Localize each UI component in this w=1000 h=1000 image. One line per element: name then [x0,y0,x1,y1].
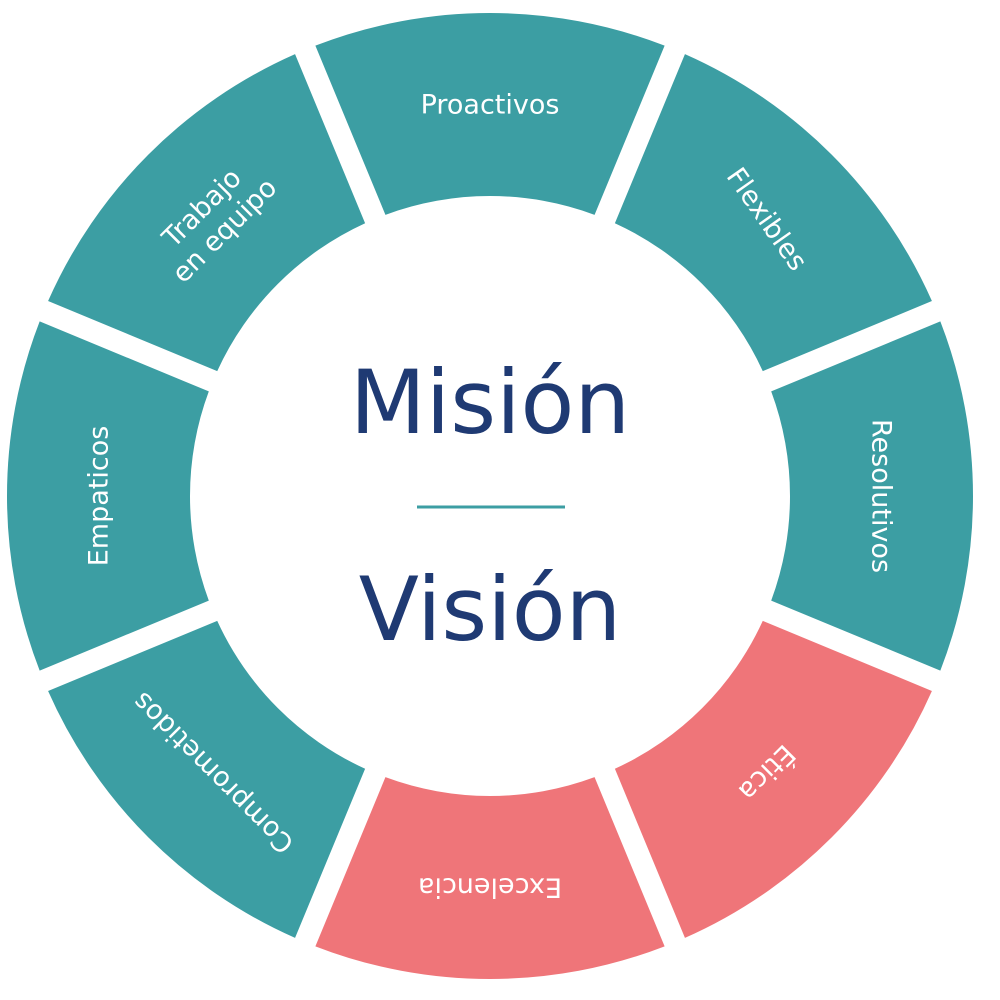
segment--tica [614,620,932,938]
segment-label-line: Excelencia [418,872,562,903]
segment-trabajo-en-equipo [48,54,366,372]
segment-resolutivos [771,321,974,671]
segment-label-line: Proactivos [421,90,560,121]
segment-comprometidos [48,620,366,938]
segment-ring [6,12,974,979]
segment-label: Empaticos [84,426,115,567]
segment-label: Resolutivos [866,419,897,573]
mission-title: Misión [350,351,630,454]
segment-proactivos [315,12,665,215]
segment-label: Excelencia [418,872,562,903]
segment-empaticos [6,321,209,671]
segment-labels: ProactivosFlexiblesResolutivosÉticaExcel… [84,90,897,903]
center-circle: Misión Visión [350,351,630,661]
segment-excelencia [315,777,665,979]
segment-label-line: Resolutivos [866,419,897,573]
segment-flexibles [614,54,932,372]
vision-title: Visión [359,558,622,661]
segment-label: Proactivos [421,90,560,121]
segment-label-line: Empaticos [84,426,115,567]
